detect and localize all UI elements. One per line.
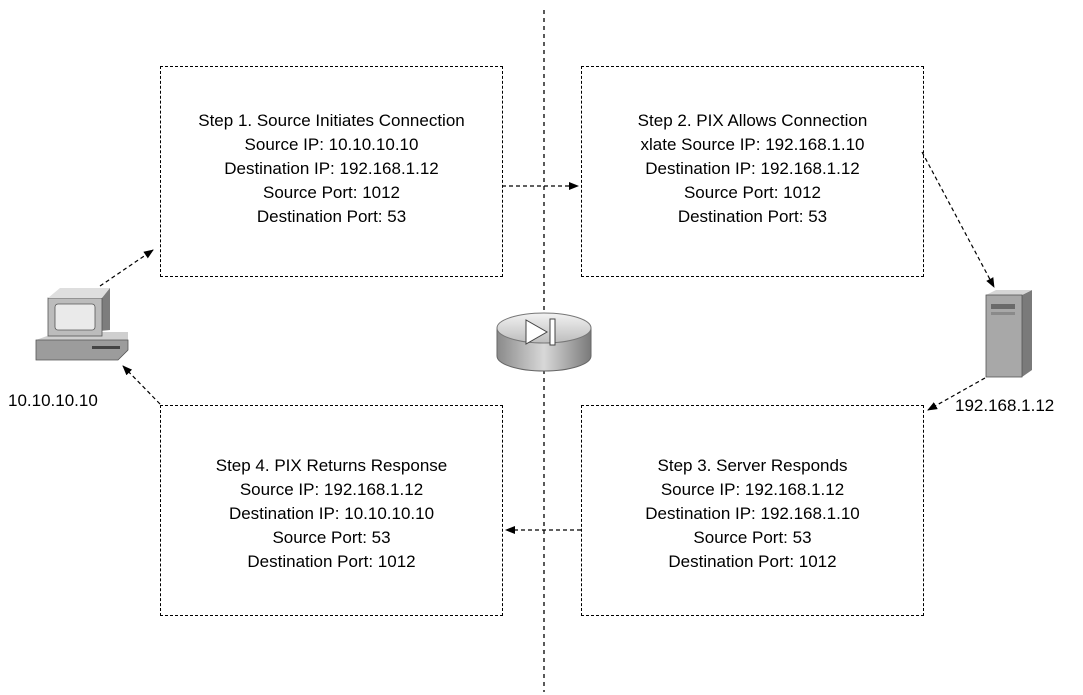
step-3-source-port: Source Port: 53 <box>693 527 812 547</box>
server-icon <box>985 290 1032 378</box>
step-4-source-ip: Source IP: 192.168.1.12 <box>239 479 424 499</box>
step-1-source-port: Source Port: 1012 <box>262 182 401 202</box>
step-3-source-ip: Source IP: 192.168.1.12 <box>660 479 845 499</box>
arrow-step4-to-client <box>122 365 161 405</box>
step-2-box: Step 2. PIX Allows Connection xlate Sour… <box>581 66 924 277</box>
step-3-box: Step 3. Server Responds Source IP: 192.1… <box>581 405 924 616</box>
pix-firewall-icon <box>496 312 592 372</box>
workstation-icon <box>35 288 129 361</box>
step-3-title: Step 3. Server Responds <box>657 455 848 475</box>
step-3-destination-ip: Destination IP: 192.168.1.10 <box>645 503 860 523</box>
arrow-server-to-step3 <box>927 377 986 411</box>
step-4-destination-ip: Destination IP: 10.10.10.10 <box>228 503 435 523</box>
client-ip-label: 10.10.10.10 <box>8 391 98 410</box>
step-2-title: Step 2. PIX Allows Connection <box>637 110 868 130</box>
step-4-box: Step 4. PIX Returns Response Source IP: … <box>160 405 503 616</box>
step-2-source-port: Source Port: 1012 <box>683 182 821 202</box>
step-2-destination-port: Destination Port: 53 <box>677 206 828 226</box>
step-1-box: Step 1. Source Initiates Connection Sour… <box>160 66 503 277</box>
step-4-source-port: Source Port: 53 <box>272 527 391 547</box>
step-1-destination-ip: Destination IP: 192.168.1.12 <box>224 158 439 178</box>
step-1-destination-port: Destination Port: 53 <box>256 206 407 226</box>
step-3-text: Step 3. Server Responds Source IP: 192.1… <box>645 454 860 574</box>
server-ip-label: 192.168.1.12 <box>955 396 1055 415</box>
step-2-text: Step 2. PIX Allows Connection xlate Sour… <box>638 109 868 229</box>
arrow-client-to-step1 <box>99 249 154 287</box>
step-1-title: Step 1. Source Initiates Connection <box>198 110 465 130</box>
step-2-destination-ip: Destination IP: 192.168.1.12 <box>645 158 860 178</box>
step-1-text: Step 1. Source Initiates Connection Sour… <box>198 109 465 229</box>
step-4-destination-port: Destination Port: 1012 <box>247 551 416 571</box>
arrow-step2-to-server <box>921 151 995 288</box>
step-4-title: Step 4. PIX Returns Response <box>215 455 448 475</box>
step-2-source-ip: xlate Source IP: 192.168.1.10 <box>640 134 865 154</box>
step-4-text: Step 4. PIX Returns Response Source IP: … <box>216 454 448 574</box>
step-3-destination-port: Destination Port: 1012 <box>668 551 837 571</box>
step-1-source-ip: Source IP: 10.10.10.10 <box>244 134 419 154</box>
